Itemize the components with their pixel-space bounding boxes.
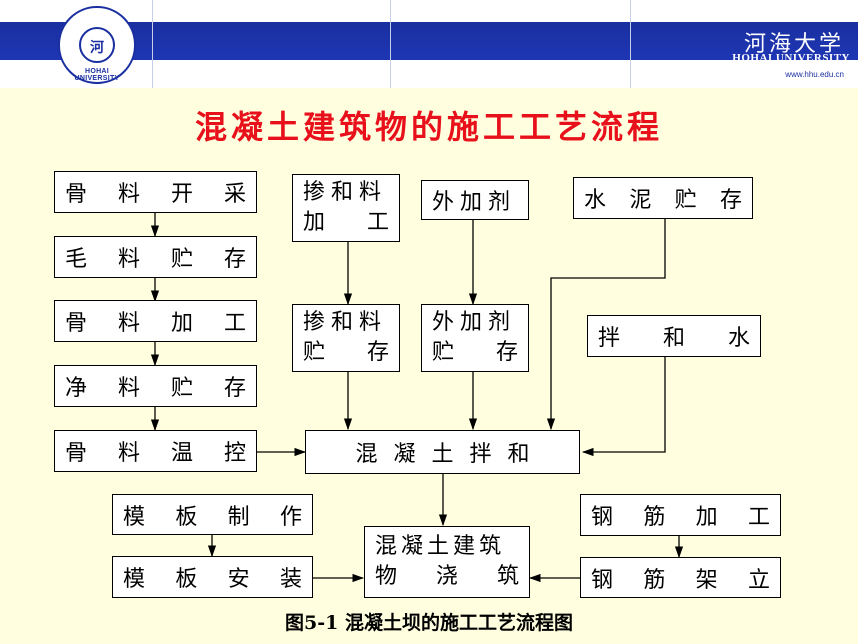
banner-divider: [152, 0, 153, 88]
box-admixture-material-processing: 掺和料 加工: [292, 174, 400, 242]
figure-caption: 图5-1 混凝土坝的施工工艺流程图: [285, 612, 573, 634]
box-raw-material-storage: 毛料贮存: [54, 236, 257, 278]
banner-divider: [390, 0, 391, 88]
box-mixing-water: 拌和水: [587, 315, 761, 357]
logo-emblem-icon: 河: [79, 27, 115, 63]
box-cement-storage: 水泥贮存: [573, 177, 753, 219]
box-rebar-erecting: 钢筋架立: [580, 557, 781, 598]
logo-text: HOHAI UNIVERSITY: [74, 68, 120, 82]
banner-divider: [630, 0, 631, 88]
box-rebar-processing: 钢筋加工: [580, 494, 781, 536]
box-aggregate-processing: 骨料加工: [54, 300, 257, 342]
page-title: 混凝土建筑物的施工工艺流程: [194, 108, 663, 146]
box-aggregate-temperature-control: 骨料温控: [54, 430, 257, 472]
university-logo: 河 HOHAI UNIVERSITY: [58, 6, 136, 84]
box-admixture-material-storage: 掺和料 贮存: [292, 304, 400, 372]
box-clean-material-storage: 净料贮存: [54, 365, 257, 407]
brand-url: www.hhu.edu.cn: [785, 70, 844, 79]
box-formwork-making: 模板制作: [112, 494, 313, 535]
box-concrete-structure-pouring: 混凝土建筑 物浇筑: [364, 526, 530, 598]
box-formwork-installation: 模板安装: [112, 556, 313, 598]
box-aggregate-quarrying: 骨料开采: [54, 171, 257, 213]
box-admixture-agent-storage: 外加剂 贮存: [421, 304, 529, 372]
logo-mark: 河: [90, 40, 104, 56]
brand-chinese-name: 河海大学: [743, 32, 844, 57]
arrow-water-to-mixing: [581, 357, 666, 457]
arrow-cement-to-mixing: [546, 219, 666, 431]
box-concrete-mixing: 混凝土拌和: [305, 430, 580, 474]
brand-english-name: HOHAI UNIVERSITY: [732, 52, 850, 64]
header-banner: 河 HOHAI UNIVERSITY 河海大学 HOHAI UNIVERSITY…: [0, 0, 858, 88]
box-admixture-agent: 外加剂: [421, 180, 529, 220]
